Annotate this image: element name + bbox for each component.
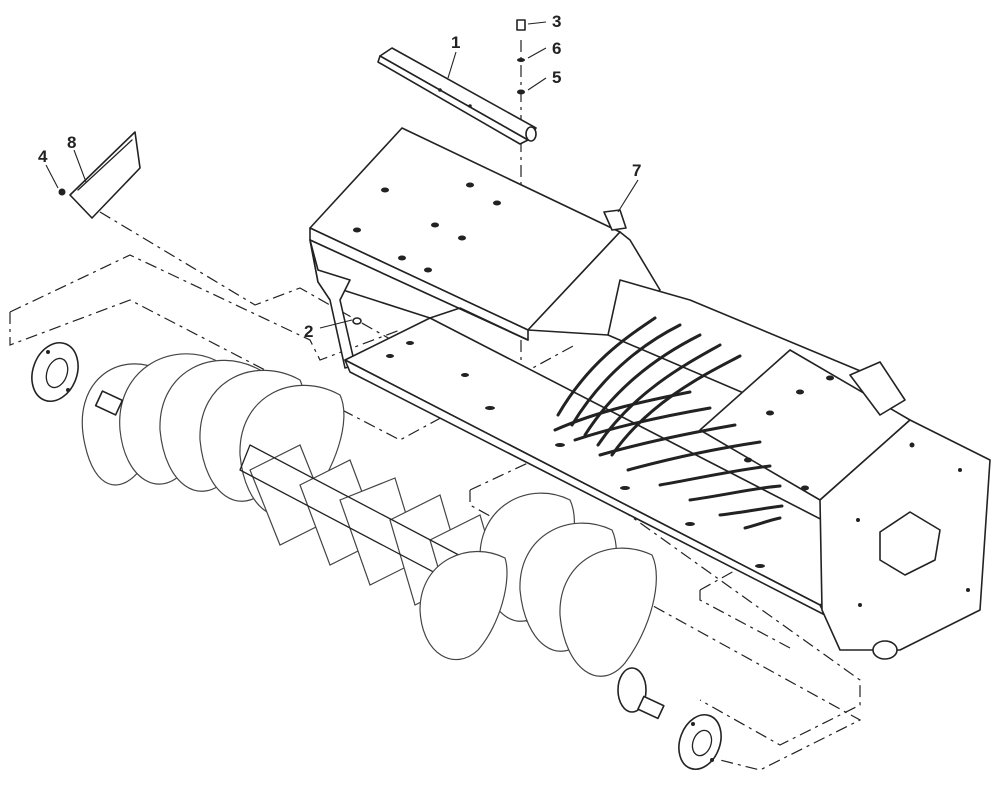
callout-5: 5 [552,68,561,87]
leader-lines [45,21,639,329]
part-bolt-4 [58,188,66,196]
callout-4: 4 [38,147,48,166]
feeder-tines [553,316,784,530]
auger [81,353,665,720]
callout-labels: 1 2 3 4 5 6 7 8 [38,12,641,341]
part-bolt-2 [352,317,362,325]
callout-6: 6 [552,39,561,58]
callout-7: 7 [632,161,641,180]
part-washer-6 [517,58,525,62]
hopper-frame [309,127,991,660]
part-bolt-3 [516,19,526,31]
callout-1: 1 [451,33,460,52]
part-rail-bar [377,47,537,145]
callout-8: 8 [67,133,76,152]
part-nut-5 [517,89,525,95]
flange-right [678,714,722,770]
part-bracket-7 [603,209,627,231]
part-side-guard [69,131,141,219]
flange-left [31,342,79,402]
callout-3: 3 [552,12,561,31]
callout-2: 2 [304,322,313,341]
